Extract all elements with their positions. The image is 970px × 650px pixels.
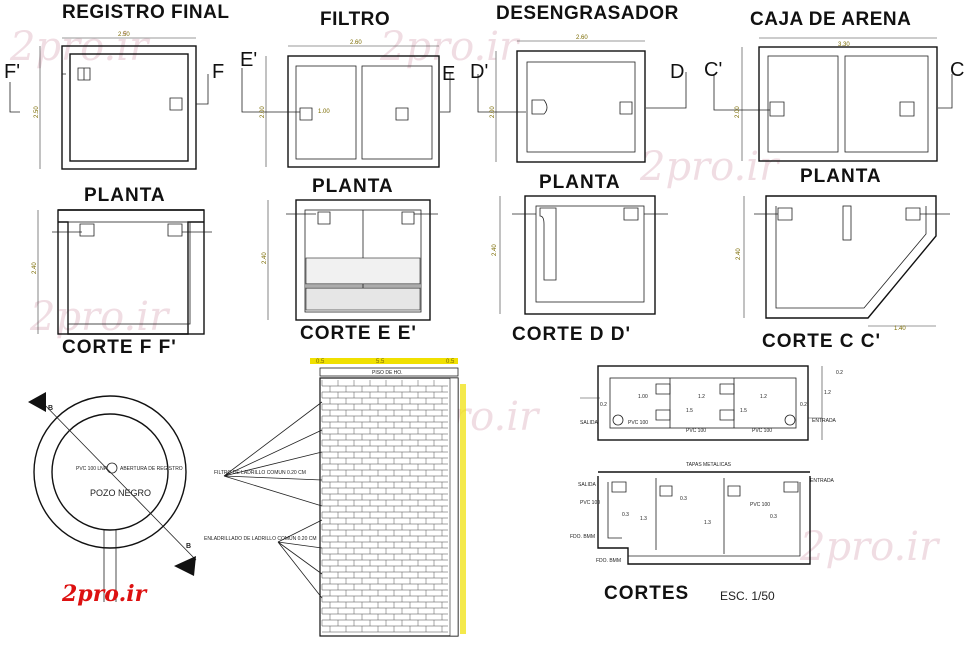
cortes-sec-dim-4: 1.3	[704, 520, 711, 526]
registro-width-dim: 2.50	[118, 32, 130, 38]
pozo-section-mark-top: B	[48, 405, 53, 412]
logo-text: 2pro.ir	[61, 581, 148, 607]
watermark-text: 2pro.ir	[9, 24, 151, 70]
planta-caja-label: PLANTA	[800, 166, 882, 187]
section-mark-c: C	[950, 59, 964, 81]
desengrasador-width-dim: 2.60	[576, 35, 588, 41]
brick-wall-section: 0.5 5.5 0.5 PISO DE HO. FILTRO DE LADRIL…	[204, 358, 466, 637]
watermark-text: 2pro.ir	[29, 294, 171, 340]
scale-label: ESC. 1/50	[720, 589, 775, 603]
cortes-plan-pvc-1: PVC 100	[628, 420, 648, 426]
title-caja-de-arena: CAJA DE ARENA	[750, 9, 911, 30]
filtro-inner-dim: 1.00	[318, 109, 330, 115]
pozo-pvc-note: PVC 100 LNR	[76, 466, 108, 472]
wall-top-dim-2: 5.5	[376, 359, 385, 365]
cortes-entrada-note: ENTRADA	[810, 478, 835, 484]
corte-cc-label: CORTE C C'	[762, 331, 881, 352]
filtro-width-dim: 2.60	[350, 40, 362, 46]
caja-width-dim: 3.30	[838, 42, 850, 48]
cortes-plan-dim-9: 0.2	[836, 370, 843, 376]
planta-desengrasador-label: PLANTA	[539, 172, 621, 193]
corte-ff-section: 2.40	[32, 209, 212, 335]
corte-ee-section: 2.40	[262, 199, 438, 321]
filtro-height-dim: 2.00	[260, 106, 266, 118]
wall-top-dim-3: 0.5	[446, 359, 455, 365]
cortes-plan-dim-5: 1.5	[740, 408, 747, 414]
cortes-section: TAPAS METALICAS ENTRADA SALIDA PVC 100 P…	[570, 462, 835, 565]
desengrasador-height-dim: 2.00	[490, 106, 496, 118]
pozo-label: POZO NEGRO	[90, 488, 151, 498]
section-mark-c-prime: C'	[704, 59, 722, 81]
title-registro-final: REGISTRO FINAL	[62, 2, 229, 23]
site-logo: 2pro.ir	[61, 581, 148, 607]
desengrasador-plan: 2.60 2.00	[477, 35, 687, 163]
section-mark-f: F	[212, 61, 224, 83]
planta-registro-label: PLANTA	[84, 185, 166, 206]
cortes-pvc-note-2: PVC 100	[750, 502, 770, 508]
cortes-fondo-2: FDO. BMM	[596, 558, 621, 564]
cortes-plan-dim-6: 0.2	[600, 402, 607, 408]
cortes-plan-dim-3: 1.2	[760, 394, 767, 400]
cortes-plan-dim-2: 1.2	[698, 394, 705, 400]
wall-top-dim-1: 0.5	[316, 359, 325, 365]
cortes-plan-salida: SALIDA	[580, 420, 598, 426]
cortes-plan-dim-8: 1.2	[824, 390, 831, 396]
caja-de-arena-plan: 3.30 2.00	[713, 37, 953, 162]
corte-ee-height-dim: 2.40	[262, 252, 268, 264]
cortes-plan-entrada: ENTRADA	[812, 418, 837, 424]
cortes-pvc-note: PVC 100	[580, 500, 600, 506]
section-mark-e: E	[442, 63, 455, 85]
corte-ee-label: CORTE E E'	[300, 323, 417, 344]
cortes-fondo-1: FDO. BMM	[570, 534, 595, 540]
corte-dd-height-dim: 2.40	[492, 244, 498, 256]
section-mark-d: D	[670, 61, 684, 83]
watermark-text: 2pro.ir	[379, 24, 521, 70]
filtro-ladrillo-note: FILTRO DE LADRILLO COMUN 0.20 CM	[214, 470, 306, 476]
watermark-text: 2pro.ir	[639, 144, 781, 190]
cortes-plan-dim-7: 0.2	[800, 402, 807, 408]
cortes-label: CORTES	[604, 583, 689, 604]
pozo-negro-plan: POZO NEGRO PVC 100 LNR ABERTURA DE REGIS…	[28, 392, 197, 602]
cortes-plan: 1.00 1.2 1.2 1.5 1.5 0.2 0.2 1.2 0.2 PVC…	[580, 365, 843, 441]
cortes-sec-dim-5: 0.3	[770, 514, 777, 520]
corte-cc-height-dim: 2.40	[736, 248, 742, 260]
registro-final-plan: 2.50 2.50	[9, 32, 209, 170]
cortes-sec-dim-1: 0.3	[622, 512, 629, 518]
pozo-section-mark-bottom: B	[186, 543, 191, 550]
corte-dd-section: 2.40	[492, 195, 668, 315]
corte-dd-label: CORTE D D'	[512, 324, 631, 345]
cortes-plan-pvc-2: PVC 100	[686, 428, 706, 434]
section-mark-f-prime: F'	[4, 61, 20, 83]
cortes-sec-dim-2: 1.3	[640, 516, 647, 522]
cortes-sec-dim-3: 0.3	[680, 496, 687, 502]
cortes-plan-pvc-3: PVC 100	[752, 428, 772, 434]
brick-pattern	[321, 380, 448, 633]
corte-ff-label: CORTE F F'	[62, 337, 177, 358]
registro-height-dim: 2.50	[34, 106, 40, 118]
watermark-text: 2pro.ir	[799, 524, 941, 570]
caja-slope-dim: 1.40	[894, 326, 906, 332]
planta-filtro-label: PLANTA	[312, 176, 394, 197]
corte-ff-height-dim: 2.40	[32, 262, 38, 274]
title-filtro: FILTRO	[320, 9, 390, 30]
caja-height-dim: 2.00	[735, 106, 741, 118]
cortes-tapas-note: TAPAS METALICAS	[686, 462, 732, 468]
section-mark-e-prime: E'	[240, 49, 257, 71]
filtro-plan: 2.60 2.00 1.00	[241, 40, 451, 168]
cortes-plan-dim-4: 1.5	[686, 408, 693, 414]
cortes-salida-note: SALIDA	[578, 482, 596, 488]
title-desengrasador: DESENGRASADOR	[496, 3, 679, 24]
pozo-tapa-note: ABERTURA DE REGISTRO	[120, 466, 183, 472]
cortes-plan-dim-1: 1.00	[638, 394, 648, 400]
corte-cc-section: 2.40 1.40	[736, 195, 950, 332]
section-mark-d-prime: D'	[470, 61, 488, 83]
wall-top-note: PISO DE HO.	[372, 370, 403, 376]
enladrillado-note: ENLADRILLADO DE LADRILLO COMUN 0.20 CM	[204, 536, 317, 542]
